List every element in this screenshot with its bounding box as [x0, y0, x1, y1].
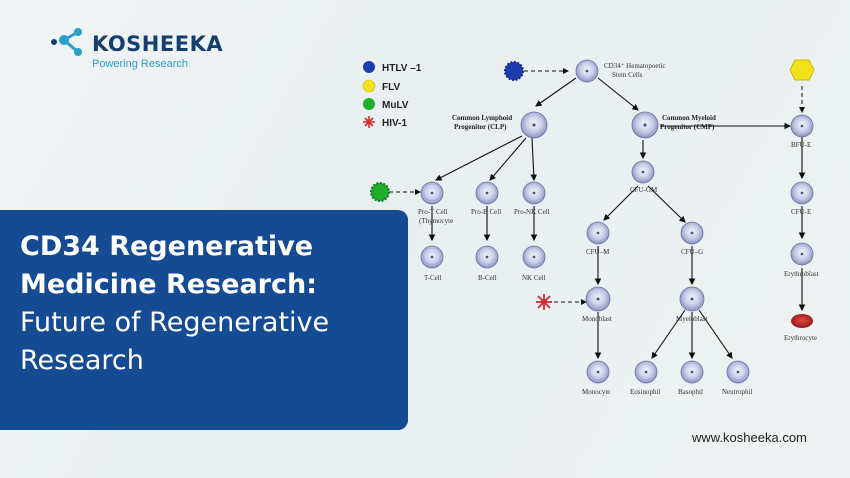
label-pro-nk: Pro-NK Cell — [514, 208, 550, 216]
label-neutrophil: Neutrophil — [722, 388, 752, 396]
erythrocyte-node — [791, 314, 813, 328]
label-cfu-gm: CFU-GM — [630, 186, 658, 194]
legend-label-htlv: HTLV –1 — [382, 63, 422, 74]
label-cmp-1: Common Myeloid — [662, 114, 716, 122]
title-line-1: CD34 Regenerative — [20, 231, 314, 262]
label-bfu-e: BFU-E — [791, 141, 811, 149]
label-erythroblast: Erythroblast — [784, 270, 819, 278]
htlv-marker-icon — [363, 61, 375, 73]
label-cfu-e: CFU-E — [791, 208, 811, 216]
title-line-4: Research — [20, 345, 144, 376]
label-clp-2: Progenitor (CLP) — [454, 123, 507, 131]
label-erythrocyte: Erythrocyte — [784, 334, 817, 342]
label-monocyte: Monocyte — [582, 388, 610, 396]
title-panel: CD34 Regenerative Medicine Research: Fut… — [0, 210, 408, 430]
title-line-3: Future of Regenerative — [20, 307, 330, 338]
cell-nodes — [420, 59, 814, 384]
website-url[interactable]: www.kosheeka.com — [692, 430, 807, 445]
hiv-virus-icon — [536, 294, 552, 310]
brand-tagline: Powering Research — [92, 58, 188, 70]
label-cfu-m: CFU–M — [586, 248, 610, 256]
htlv-virus-icon — [504, 61, 524, 81]
label-monoblast: Monoblast — [582, 315, 612, 323]
label-nk-cell: NK Cell — [522, 274, 546, 282]
legend-label-mulv: MuLV — [382, 100, 409, 111]
label-t-cell: T-Cell — [424, 274, 442, 282]
brand-name: KOSHEEKA — [92, 32, 224, 56]
label-cfu-g: CFU–G — [681, 248, 703, 256]
label-stem-2: Stem Cells — [612, 71, 643, 79]
mulv-virus-icon — [370, 182, 390, 202]
legend: HTLV –1 FLV MuLV HIV-1 — [362, 61, 422, 129]
label-basophil: Basophil — [678, 388, 703, 396]
legend-label-hiv: HIV-1 — [382, 118, 407, 129]
label-pro-t-2: (Thymocyte — [419, 217, 453, 225]
flv-virus-icon — [789, 59, 815, 81]
label-myeloblast: Myeloblast — [676, 315, 708, 323]
brand-logo[interactable]: KOSHEEKA Powering Research — [46, 22, 246, 72]
hiv-marker-icon — [363, 116, 375, 128]
hematopoiesis-diagram: HTLV –1 FLV MuLV HIV-1 — [362, 59, 819, 396]
label-cmp-2: Progenitor (CMP) — [660, 123, 715, 131]
legend-label-flv: FLV — [382, 82, 400, 93]
label-pro-b: Pro-B Cell — [471, 208, 501, 216]
title-line-2: Medicine Research: — [20, 269, 317, 300]
label-stem-1: CD34⁺ Hematopoetic — [604, 62, 665, 70]
label-pro-t-1: Pro-T Cell — [418, 208, 448, 216]
flv-marker-icon — [362, 79, 376, 93]
kosheeka-logo-icon — [51, 28, 82, 56]
label-clp-1: Common Lymphoid — [452, 114, 512, 122]
mulv-marker-icon — [363, 98, 375, 110]
label-b-cell: B-Cell — [478, 274, 497, 282]
label-eosinophil: Eosinophil — [630, 388, 660, 396]
